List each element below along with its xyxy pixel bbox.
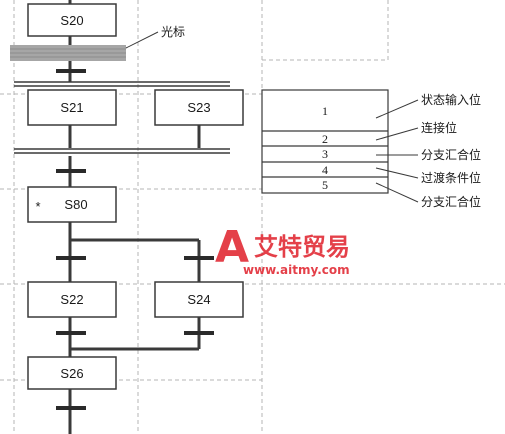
cursor-label: 光标 <box>161 25 185 39</box>
cell-number-4: 4 <box>322 163 328 177</box>
watermark-logo-letter: A <box>215 222 249 273</box>
step-box-s26 <box>27 356 117 390</box>
legend-leader-line <box>375 167 419 179</box>
step-label-s23: S23 <box>187 100 210 115</box>
legend-leader-line <box>375 99 419 119</box>
legend-label-connection: 连接位 <box>421 120 457 135</box>
step-label-s21: S21 <box>60 100 83 115</box>
step-label-s80: S80 <box>64 197 87 212</box>
cell-number-2: 2 <box>322 132 328 146</box>
watermark-url: www.aitmy.com <box>243 263 350 277</box>
legend-label-branch-merge-2: 分支汇合位 <box>421 194 481 209</box>
legend-label-transition: 过渡条件位 <box>421 170 481 185</box>
step-label-s20: S20 <box>60 13 83 28</box>
cursor-hatch <box>10 48 126 58</box>
watermark-brand: 艾特贸易 <box>254 233 350 261</box>
legend-leader-line <box>375 127 419 141</box>
step-mark-s80: * <box>35 199 40 214</box>
step-box-s22 <box>27 281 117 318</box>
step-box-s80 <box>27 186 117 223</box>
step-box-s24 <box>154 281 244 318</box>
cursor-leader-line <box>125 31 159 49</box>
step-label-s24: S24 <box>187 292 210 307</box>
watermark-logo: A 艾特贸易 www.aitmy.com <box>215 222 350 277</box>
cell-number-3: 3 <box>322 147 328 161</box>
legend-label-state-input: 状态输入位 <box>421 92 481 107</box>
step-box-s23 <box>154 89 244 126</box>
legend-leader-line <box>375 182 419 203</box>
cell-number-1: 1 <box>322 104 328 118</box>
step-label-s26: S26 <box>60 366 83 381</box>
step-box-s20 <box>27 3 117 37</box>
step-box-s21 <box>27 89 117 126</box>
legend-label-branch-merge: 分支汇合位 <box>421 147 481 162</box>
step-label-s22: S22 <box>60 292 83 307</box>
legend-cell <box>261 89 389 194</box>
cell-number-5: 5 <box>322 178 328 192</box>
